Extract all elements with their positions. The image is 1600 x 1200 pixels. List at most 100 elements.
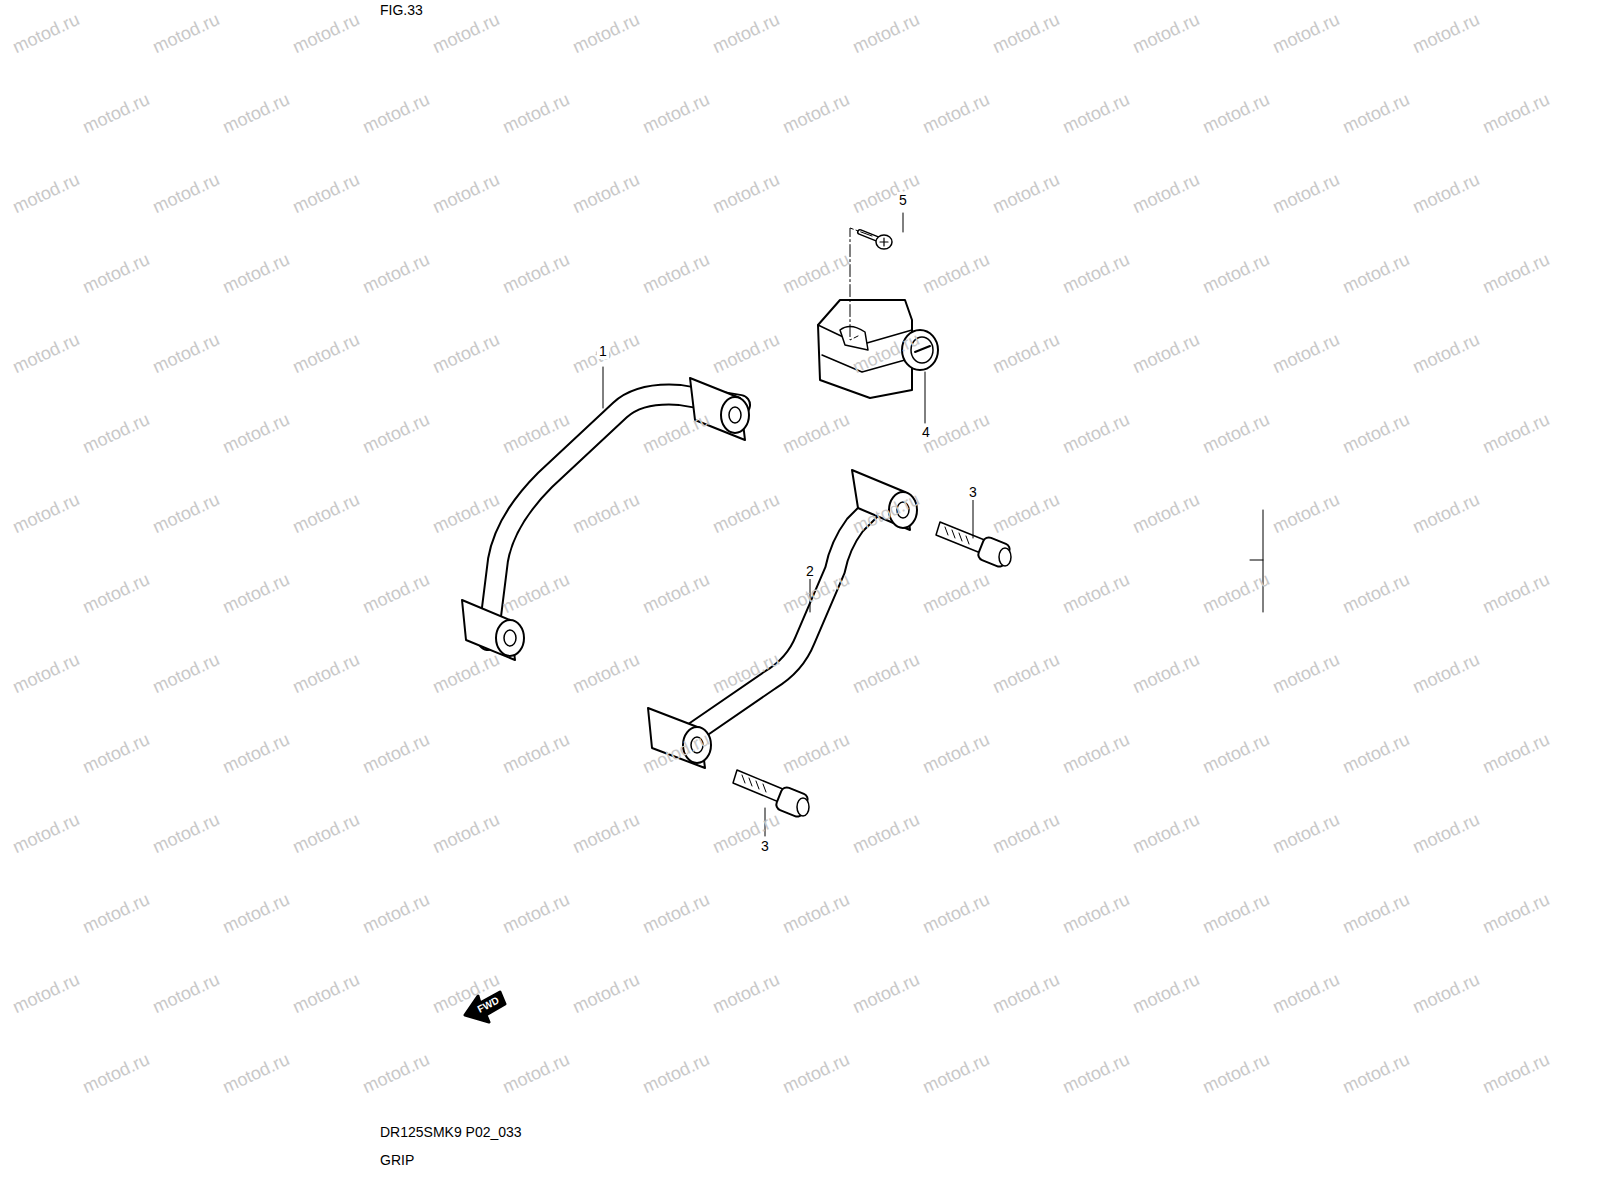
watermark: motod.ru (150, 170, 222, 216)
watermark: motod.ru (1200, 570, 1272, 616)
watermark: motod.ru (850, 650, 922, 696)
watermark: motod.ru (1410, 490, 1482, 536)
watermark: motod.ru (1060, 570, 1132, 616)
watermark: motod.ru (1270, 810, 1342, 856)
watermark: motod.ru (430, 490, 502, 536)
watermark: motod.ru (1060, 250, 1132, 296)
watermark: motod.ru (150, 330, 222, 376)
watermark: motod.ru (1200, 730, 1272, 776)
watermark: motod.ru (1130, 330, 1202, 376)
watermark: motod.ru (1410, 650, 1482, 696)
watermark: motod.ru (780, 890, 852, 936)
callout-number: 2 (804, 563, 816, 579)
callout-number: 3 (967, 484, 979, 500)
watermark: motod.ru (430, 170, 502, 216)
watermark: motod.ru (1270, 970, 1342, 1016)
watermark: motod.ru (500, 90, 572, 136)
watermark: motod.ru (10, 970, 82, 1016)
watermark: motod.ru (990, 810, 1062, 856)
watermark: motod.ru (1060, 90, 1132, 136)
watermark: motod.ru (1200, 890, 1272, 936)
watermark: motod.ru (290, 490, 362, 536)
watermark: motod.ru (1410, 330, 1482, 376)
watermark: motod.ru (1410, 810, 1482, 856)
watermark: motod.ru (780, 250, 852, 296)
watermark: motod.ru (780, 410, 852, 456)
watermark: motod.ru (1270, 490, 1342, 536)
watermark: motod.ru (80, 1050, 152, 1096)
watermark: motod.ru (150, 650, 222, 696)
watermark: motod.ru (990, 330, 1062, 376)
watermark: motod.ru (1340, 730, 1412, 776)
watermark: motod.ru (10, 10, 82, 56)
watermark: motod.ru (430, 810, 502, 856)
watermark: motod.ru (920, 90, 992, 136)
watermark: motod.ru (640, 1050, 712, 1096)
watermark: motod.ru (1200, 1050, 1272, 1096)
figure-number: FIG.33 (378, 2, 425, 18)
watermark: motod.ru (1410, 10, 1482, 56)
watermark: motod.ru (1480, 570, 1552, 616)
watermark: motod.ru (780, 730, 852, 776)
watermark: motod.ru (570, 170, 642, 216)
watermark: motod.ru (1480, 410, 1552, 456)
watermark: motod.ru (290, 10, 362, 56)
watermark: motod.ru (80, 250, 152, 296)
watermark: motod.ru (360, 410, 432, 456)
watermark: motod.ru (10, 490, 82, 536)
watermark: motod.ru (1200, 410, 1272, 456)
watermark: motod.ru (1340, 90, 1412, 136)
watermark: motod.ru (290, 170, 362, 216)
watermark: motod.ru (640, 570, 712, 616)
watermark: motod.ru (710, 970, 782, 1016)
watermark: motod.ru (990, 970, 1062, 1016)
watermark: motod.ru (290, 330, 362, 376)
watermark: motod.ru (1200, 250, 1272, 296)
watermark: motod.ru (920, 250, 992, 296)
watermark: motod.ru (570, 490, 642, 536)
watermark: motod.ru (1340, 1050, 1412, 1096)
watermark: motod.ru (220, 410, 292, 456)
watermark: motod.ru (710, 490, 782, 536)
watermark: motod.ru (920, 890, 992, 936)
watermark: motod.ru (220, 250, 292, 296)
callout-number: 5 (897, 192, 909, 208)
watermark: motod.ru (850, 170, 922, 216)
watermark: motod.ru (220, 90, 292, 136)
figure-title: GRIP (378, 1152, 416, 1168)
watermark: motod.ru (500, 250, 572, 296)
watermark: motod.ru (920, 1050, 992, 1096)
watermark: motod.ru (1130, 170, 1202, 216)
watermark: motod.ru (80, 410, 152, 456)
watermark: motod.ru (1340, 250, 1412, 296)
watermark: motod.ru (150, 970, 222, 1016)
watermark: motod.ru (430, 650, 502, 696)
watermark: motod.ru (1340, 890, 1412, 936)
watermark: motod.ru (1480, 90, 1552, 136)
callout-number: 4 (920, 424, 932, 440)
watermark: motod.ru (1410, 170, 1482, 216)
watermark: motod.ru (1480, 1050, 1552, 1096)
watermark: motod.ru (10, 810, 82, 856)
watermark: motod.ru (1130, 970, 1202, 1016)
watermark: motod.ru (360, 570, 432, 616)
watermark: motod.ru (1060, 890, 1132, 936)
watermark: motod.ru (10, 170, 82, 216)
watermark: motod.ru (710, 330, 782, 376)
watermark: motod.ru (1270, 170, 1342, 216)
watermark: motod.ru (80, 890, 152, 936)
watermark: motod.ru (850, 810, 922, 856)
watermark: motod.ru (360, 250, 432, 296)
watermark: motod.ru (1200, 90, 1272, 136)
watermark: motod.ru (1060, 1050, 1132, 1096)
watermark: motod.ru (500, 890, 572, 936)
watermark: motod.ru (150, 10, 222, 56)
watermark: motod.ru (220, 570, 292, 616)
watermark: motod.ru (150, 490, 222, 536)
callout-number: 1 (597, 343, 609, 359)
watermark: motod.ru (1130, 490, 1202, 536)
watermark: motod.ru (1270, 10, 1342, 56)
watermark: motod.ru (220, 890, 292, 936)
watermark: motod.ru (570, 650, 642, 696)
watermark: motod.ru (10, 330, 82, 376)
